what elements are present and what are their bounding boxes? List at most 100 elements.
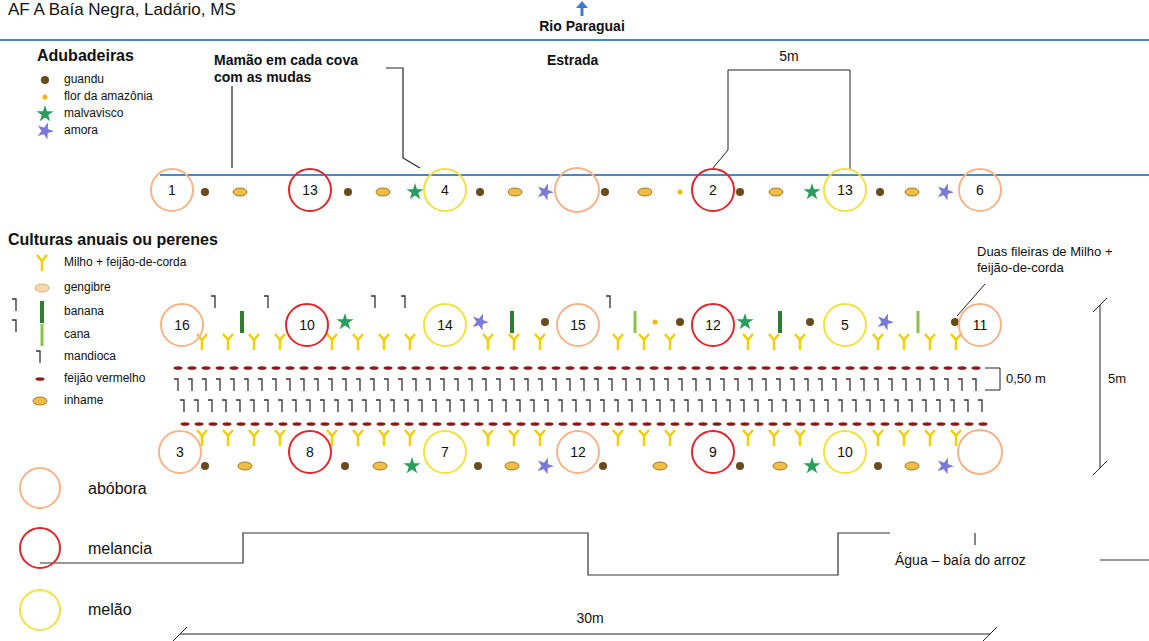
plant-symbol — [476, 188, 484, 196]
plant-symbol — [895, 422, 904, 426]
planting-pit: 7 — [423, 430, 467, 474]
plant-symbol — [905, 462, 919, 470]
plant-symbol — [818, 379, 822, 391]
plant-symbol — [356, 366, 365, 370]
plant-symbol — [958, 379, 962, 391]
plant-symbol — [614, 400, 618, 412]
plant-symbol — [275, 430, 285, 446]
plant-symbol — [419, 422, 428, 426]
plant-symbol — [40, 301, 44, 323]
plant-symbol — [860, 379, 864, 391]
plant-symbol — [860, 366, 869, 370]
annotation-label: Água – baía do arroz — [893, 552, 1028, 569]
plant-symbol — [899, 430, 909, 446]
plant-symbol — [405, 334, 415, 350]
plant-symbol — [412, 366, 421, 370]
plant-symbol — [197, 334, 207, 350]
plant-symbol — [853, 422, 862, 426]
pit-number: 5 — [841, 318, 849, 332]
pit-number: 10 — [299, 318, 315, 332]
plant-symbol — [601, 188, 609, 196]
planting-pit: 4 — [423, 168, 467, 212]
plant-symbol — [181, 422, 190, 426]
plant-symbol — [454, 366, 463, 370]
plant-symbol — [349, 422, 358, 426]
plant-symbol — [622, 379, 626, 391]
plant-symbol — [925, 334, 935, 350]
plant-symbol — [272, 379, 276, 391]
plant-symbol — [769, 430, 779, 446]
plant-symbol — [572, 400, 576, 412]
plant-symbol — [36, 351, 40, 363]
planting-pit: 6 — [958, 168, 1002, 212]
plant-symbol — [370, 379, 374, 391]
plant-symbol — [951, 430, 961, 446]
plant-symbol — [773, 462, 787, 470]
plant-symbol — [628, 400, 632, 412]
plant-symbol — [769, 422, 778, 426]
plant-symbol — [580, 366, 589, 370]
plant-symbol — [867, 422, 876, 426]
plant-symbol — [454, 379, 458, 391]
plant-symbol — [390, 400, 394, 412]
plant-symbol — [306, 400, 310, 412]
plant-symbol — [566, 366, 575, 370]
plant-symbol — [692, 379, 696, 391]
plant-symbol — [405, 430, 415, 446]
plant-symbol — [803, 183, 820, 199]
plant-symbol — [734, 379, 738, 391]
plant-symbol — [958, 366, 967, 370]
plant-symbol — [475, 422, 484, 426]
plant-symbol — [376, 188, 390, 196]
plant-symbol — [244, 379, 248, 391]
pit-number: 9 — [709, 445, 717, 459]
plant-symbol — [535, 334, 545, 350]
plant-symbol — [950, 400, 954, 412]
plant-symbol — [482, 366, 491, 370]
plant-symbol — [664, 379, 668, 391]
plant-symbol — [36, 377, 45, 381]
plant-symbol — [401, 296, 405, 308]
plant-symbol — [902, 366, 911, 370]
plant-symbol — [806, 318, 814, 326]
legend-swatch — [20, 590, 60, 630]
plant-symbol — [594, 366, 603, 370]
plant-symbol — [344, 188, 352, 196]
plant-symbol — [692, 366, 701, 370]
pit-number: 12 — [705, 318, 721, 332]
plant-symbol — [978, 400, 982, 412]
plant-symbol — [552, 366, 561, 370]
plant-symbol — [846, 366, 855, 370]
plant-symbol — [328, 379, 332, 391]
planting-pit: 8 — [288, 430, 332, 474]
annotation-label: Duas fileiras de Milho + feijão-de-corda — [975, 244, 1129, 275]
plant-symbol — [650, 379, 654, 391]
pit-number: 16 — [174, 318, 190, 332]
plant-symbol — [657, 422, 666, 426]
plant-symbol — [736, 188, 744, 196]
plant-symbol — [608, 366, 617, 370]
plant-symbol — [201, 462, 209, 470]
plant-symbol — [796, 400, 800, 412]
plant-symbol — [876, 188, 884, 196]
plant-symbol — [972, 379, 976, 391]
plant-symbol — [432, 400, 436, 412]
plant-symbol — [314, 379, 318, 391]
plant-symbol — [639, 430, 649, 446]
plant-symbol — [979, 422, 988, 426]
plant-symbol — [505, 462, 519, 470]
plant-symbol — [12, 299, 16, 311]
pit-number: 11 — [973, 318, 988, 332]
planting-pit: 5 — [823, 303, 867, 347]
plant-symbol — [524, 366, 533, 370]
legend-text: abóbora — [86, 479, 149, 498]
plant-symbol — [488, 400, 492, 412]
planting-pit: 9 — [691, 430, 735, 474]
plant-symbol — [741, 422, 750, 426]
plant-symbol — [622, 366, 631, 370]
planting-pit: 2 — [691, 168, 735, 212]
plant-symbol — [783, 422, 792, 426]
dimension-label: 5m — [1106, 371, 1128, 387]
plant-symbol — [510, 366, 519, 370]
plant-symbol — [790, 379, 794, 391]
